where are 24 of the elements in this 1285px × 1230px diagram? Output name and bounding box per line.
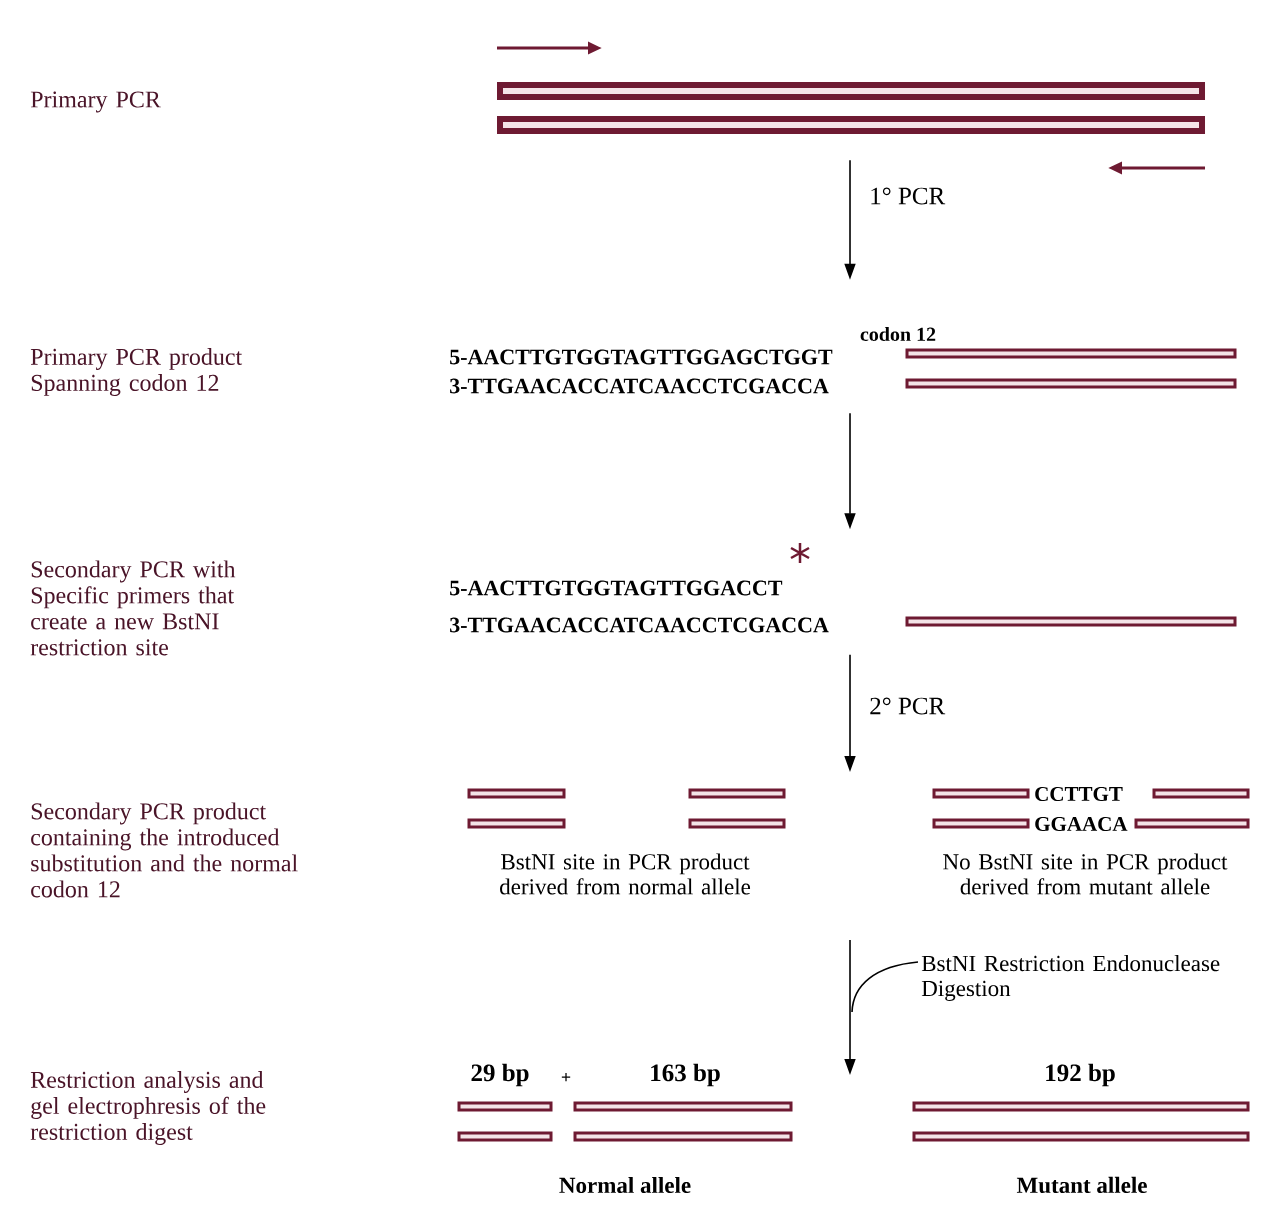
caption-text: BstNI site in PCR product derived from normal allele [500, 853, 751, 895]
dna-duplex-drawing [497, 82, 1205, 134]
edge-label: 2° PCR [868, 696, 947, 716]
step-label: Secondary PCR with Specific primers that create a new BstNI restriction site [30, 560, 236, 656]
sequence-text: 5-AACTTGTGGTAGTTGGACCT [450, 580, 783, 596]
sequence-text: CCTTGT [1035, 786, 1123, 802]
step-label: Secondary PCR product containing the introduced substitution and the normal codon 12 [31, 802, 298, 898]
caption-text: No BstNI site in PCR product derived from mutant allele [943, 853, 1228, 895]
step-note: BstNI Restriction Endonuclease Digestion [921, 955, 1220, 1001]
allele-label: Normal allele [559, 1176, 691, 1194]
size-label: 163 bp [651, 1063, 720, 1087]
sequence-text: 3-TTGAACACCATCAACCTCGACCA [450, 378, 829, 394]
sequence-text: GGAACA [1035, 816, 1128, 832]
sequence-text: 3-TTGAACACCATCAACCTCGACCA [450, 617, 829, 633]
step-label: Primary PCR product Spanning codon 12 [30, 348, 243, 396]
edge-label: 1° PCR [868, 186, 947, 206]
size-label: 29 bp [471, 1063, 529, 1087]
codon-label: codon 12 [860, 326, 936, 342]
plus-sign: + [561, 1072, 571, 1082]
step-label: Restriction analysis and gel electrophresis of the restriction digest [30, 1071, 266, 1145]
sequence-text: 5-AACTTGTGGTAGTTGGAGCTGGT [450, 349, 833, 365]
size-label: 192 bp [1046, 1063, 1115, 1087]
step-label: Primary PCR [30, 91, 161, 113]
allele-label: Mutant allele [1016, 1176, 1147, 1194]
